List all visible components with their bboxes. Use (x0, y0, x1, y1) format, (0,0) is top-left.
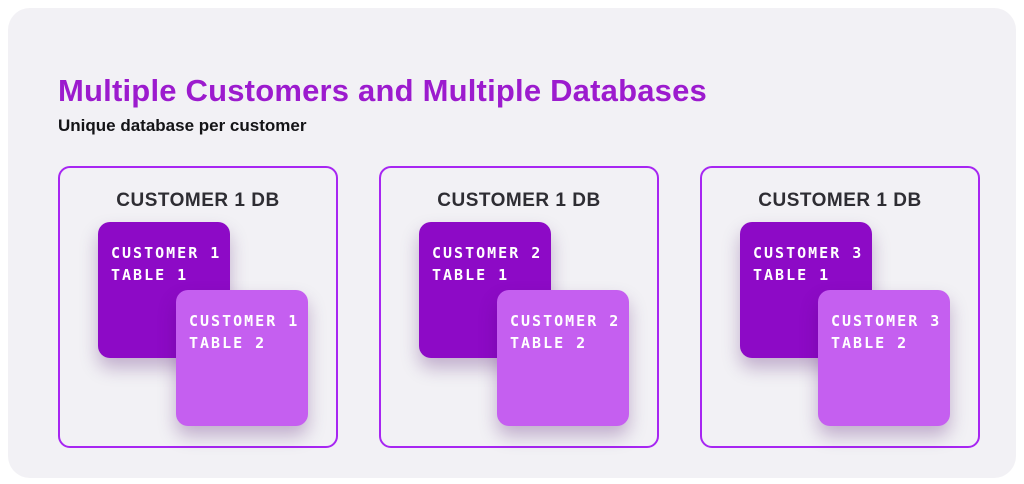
table-card-label: CUSTOMER 3 TABLE 2 (831, 310, 950, 354)
table-card-line1: CUSTOMER 2 (432, 244, 543, 262)
table-card-line1: CUSTOMER 1 (189, 312, 300, 330)
table-card-label: CUSTOMER 1 TABLE 1 (111, 242, 230, 286)
diagram-subtitle: Unique database per customer (58, 116, 307, 136)
table-card-line2: TABLE 1 (753, 266, 831, 284)
table-card-line2: TABLE 2 (510, 334, 588, 352)
table-card-label: CUSTOMER 2 TABLE 1 (432, 242, 551, 286)
table-card-label: CUSTOMER 2 TABLE 2 (510, 310, 629, 354)
table-card-label: CUSTOMER 3 TABLE 1 (753, 242, 872, 286)
table-card-line1: CUSTOMER 3 (753, 244, 864, 262)
database-heading: CUSTOMER 1 DB (758, 190, 922, 211)
table-card-line1: CUSTOMER 1 (111, 244, 222, 262)
table-card-label: CUSTOMER 1 TABLE 2 (189, 310, 308, 354)
table-card-light: CUSTOMER 3 TABLE 2 (818, 290, 950, 426)
database-row: CUSTOMER 1 DB CUSTOMER 1 TABLE 1 CUSTOME… (58, 166, 980, 448)
diagram-title: Multiple Customers and Multiple Database… (58, 72, 707, 108)
table-card-line2: TABLE 2 (189, 334, 267, 352)
table-card-light: CUSTOMER 2 TABLE 2 (497, 290, 629, 426)
table-card-line1: CUSTOMER 3 (831, 312, 942, 330)
table-card-line2: TABLE 1 (111, 266, 189, 284)
table-card-line2: TABLE 1 (432, 266, 510, 284)
database-container-2: CUSTOMER 1 DB CUSTOMER 2 TABLE 1 CUSTOME… (379, 166, 659, 448)
database-container-3: CUSTOMER 1 DB CUSTOMER 3 TABLE 1 CUSTOME… (700, 166, 980, 448)
database-heading: CUSTOMER 1 DB (437, 190, 601, 211)
database-heading: CUSTOMER 1 DB (116, 190, 280, 211)
table-card-line2: TABLE 2 (831, 334, 909, 352)
table-card-light: CUSTOMER 1 TABLE 2 (176, 290, 308, 426)
table-card-line1: CUSTOMER 2 (510, 312, 621, 330)
canvas-panel: Multiple Customers and Multiple Database… (8, 8, 1016, 478)
database-container-1: CUSTOMER 1 DB CUSTOMER 1 TABLE 1 CUSTOME… (58, 166, 338, 448)
